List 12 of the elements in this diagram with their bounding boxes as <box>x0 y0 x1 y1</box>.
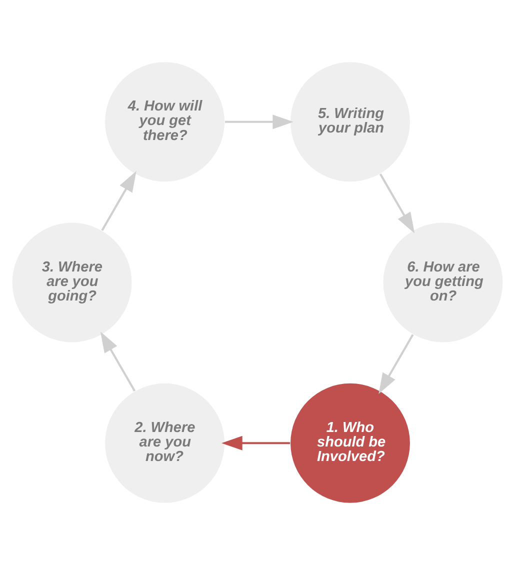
arrow <box>379 173 415 233</box>
node-circle: 1. Who should be Involved? <box>290 382 410 502</box>
arrow <box>222 435 290 450</box>
arrow <box>224 114 294 129</box>
arrow <box>378 334 414 394</box>
node-circle: 3. Where are you going? <box>12 222 132 342</box>
node-circle: 5. Writing your plan <box>290 62 410 182</box>
node-circle: 4. How will you get there? <box>105 62 224 182</box>
node-circle: 6. How are you getting on? <box>383 222 503 342</box>
node-circle: 2. Where are you now? <box>105 382 224 502</box>
arrow <box>100 331 136 391</box>
arrow <box>101 170 136 230</box>
